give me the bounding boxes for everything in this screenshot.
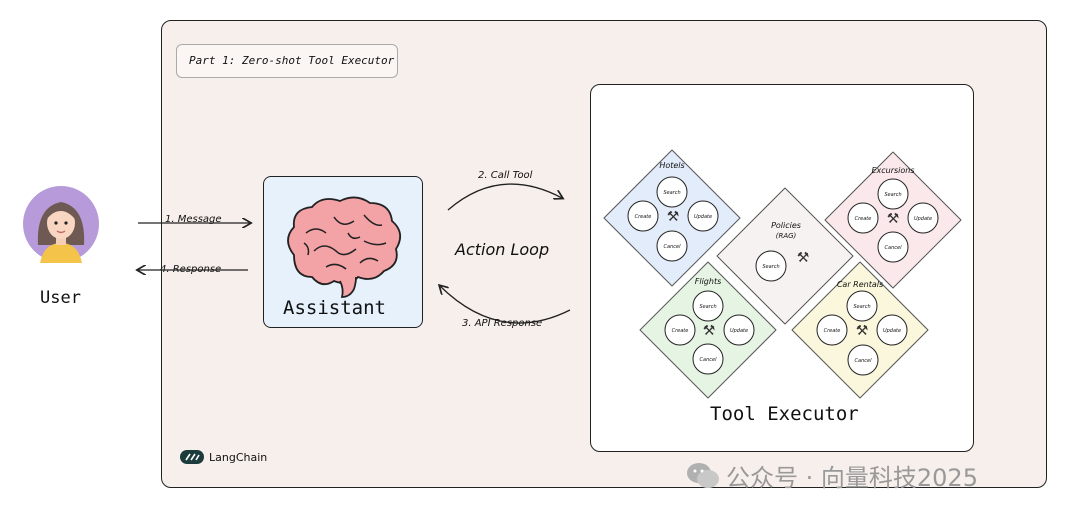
user-label: User: [40, 288, 81, 308]
message-arrow-label: 1. Message: [165, 214, 222, 225]
assistant-label: Assistant: [283, 297, 386, 319]
watermark-text: 公众号 · 向量科技2025: [726, 464, 978, 492]
langchain-brand: LangChain: [180, 450, 267, 464]
brain-icon: [287, 196, 402, 298]
tool-executor-box: [590, 84, 974, 452]
langchain-label: LangChain: [209, 450, 268, 464]
watermark: 公众号 · 向量科技2025: [686, 458, 978, 493]
call-tool-label: 2. Call Tool: [478, 170, 533, 181]
user-avatar: [22, 185, 100, 263]
wechat-icon: [687, 462, 719, 488]
action-loop-label: Action Loop: [455, 240, 550, 259]
assistant-box: [263, 176, 423, 328]
api-response-label: 3. API Response: [462, 318, 543, 329]
part-title: Part 1: Zero-shot Tool Executor: [176, 44, 398, 78]
tool-executor-label: Tool Executor: [710, 403, 859, 425]
response-arrow-label: 4. Response: [160, 264, 222, 275]
langchain-logo-icon: [180, 450, 204, 464]
